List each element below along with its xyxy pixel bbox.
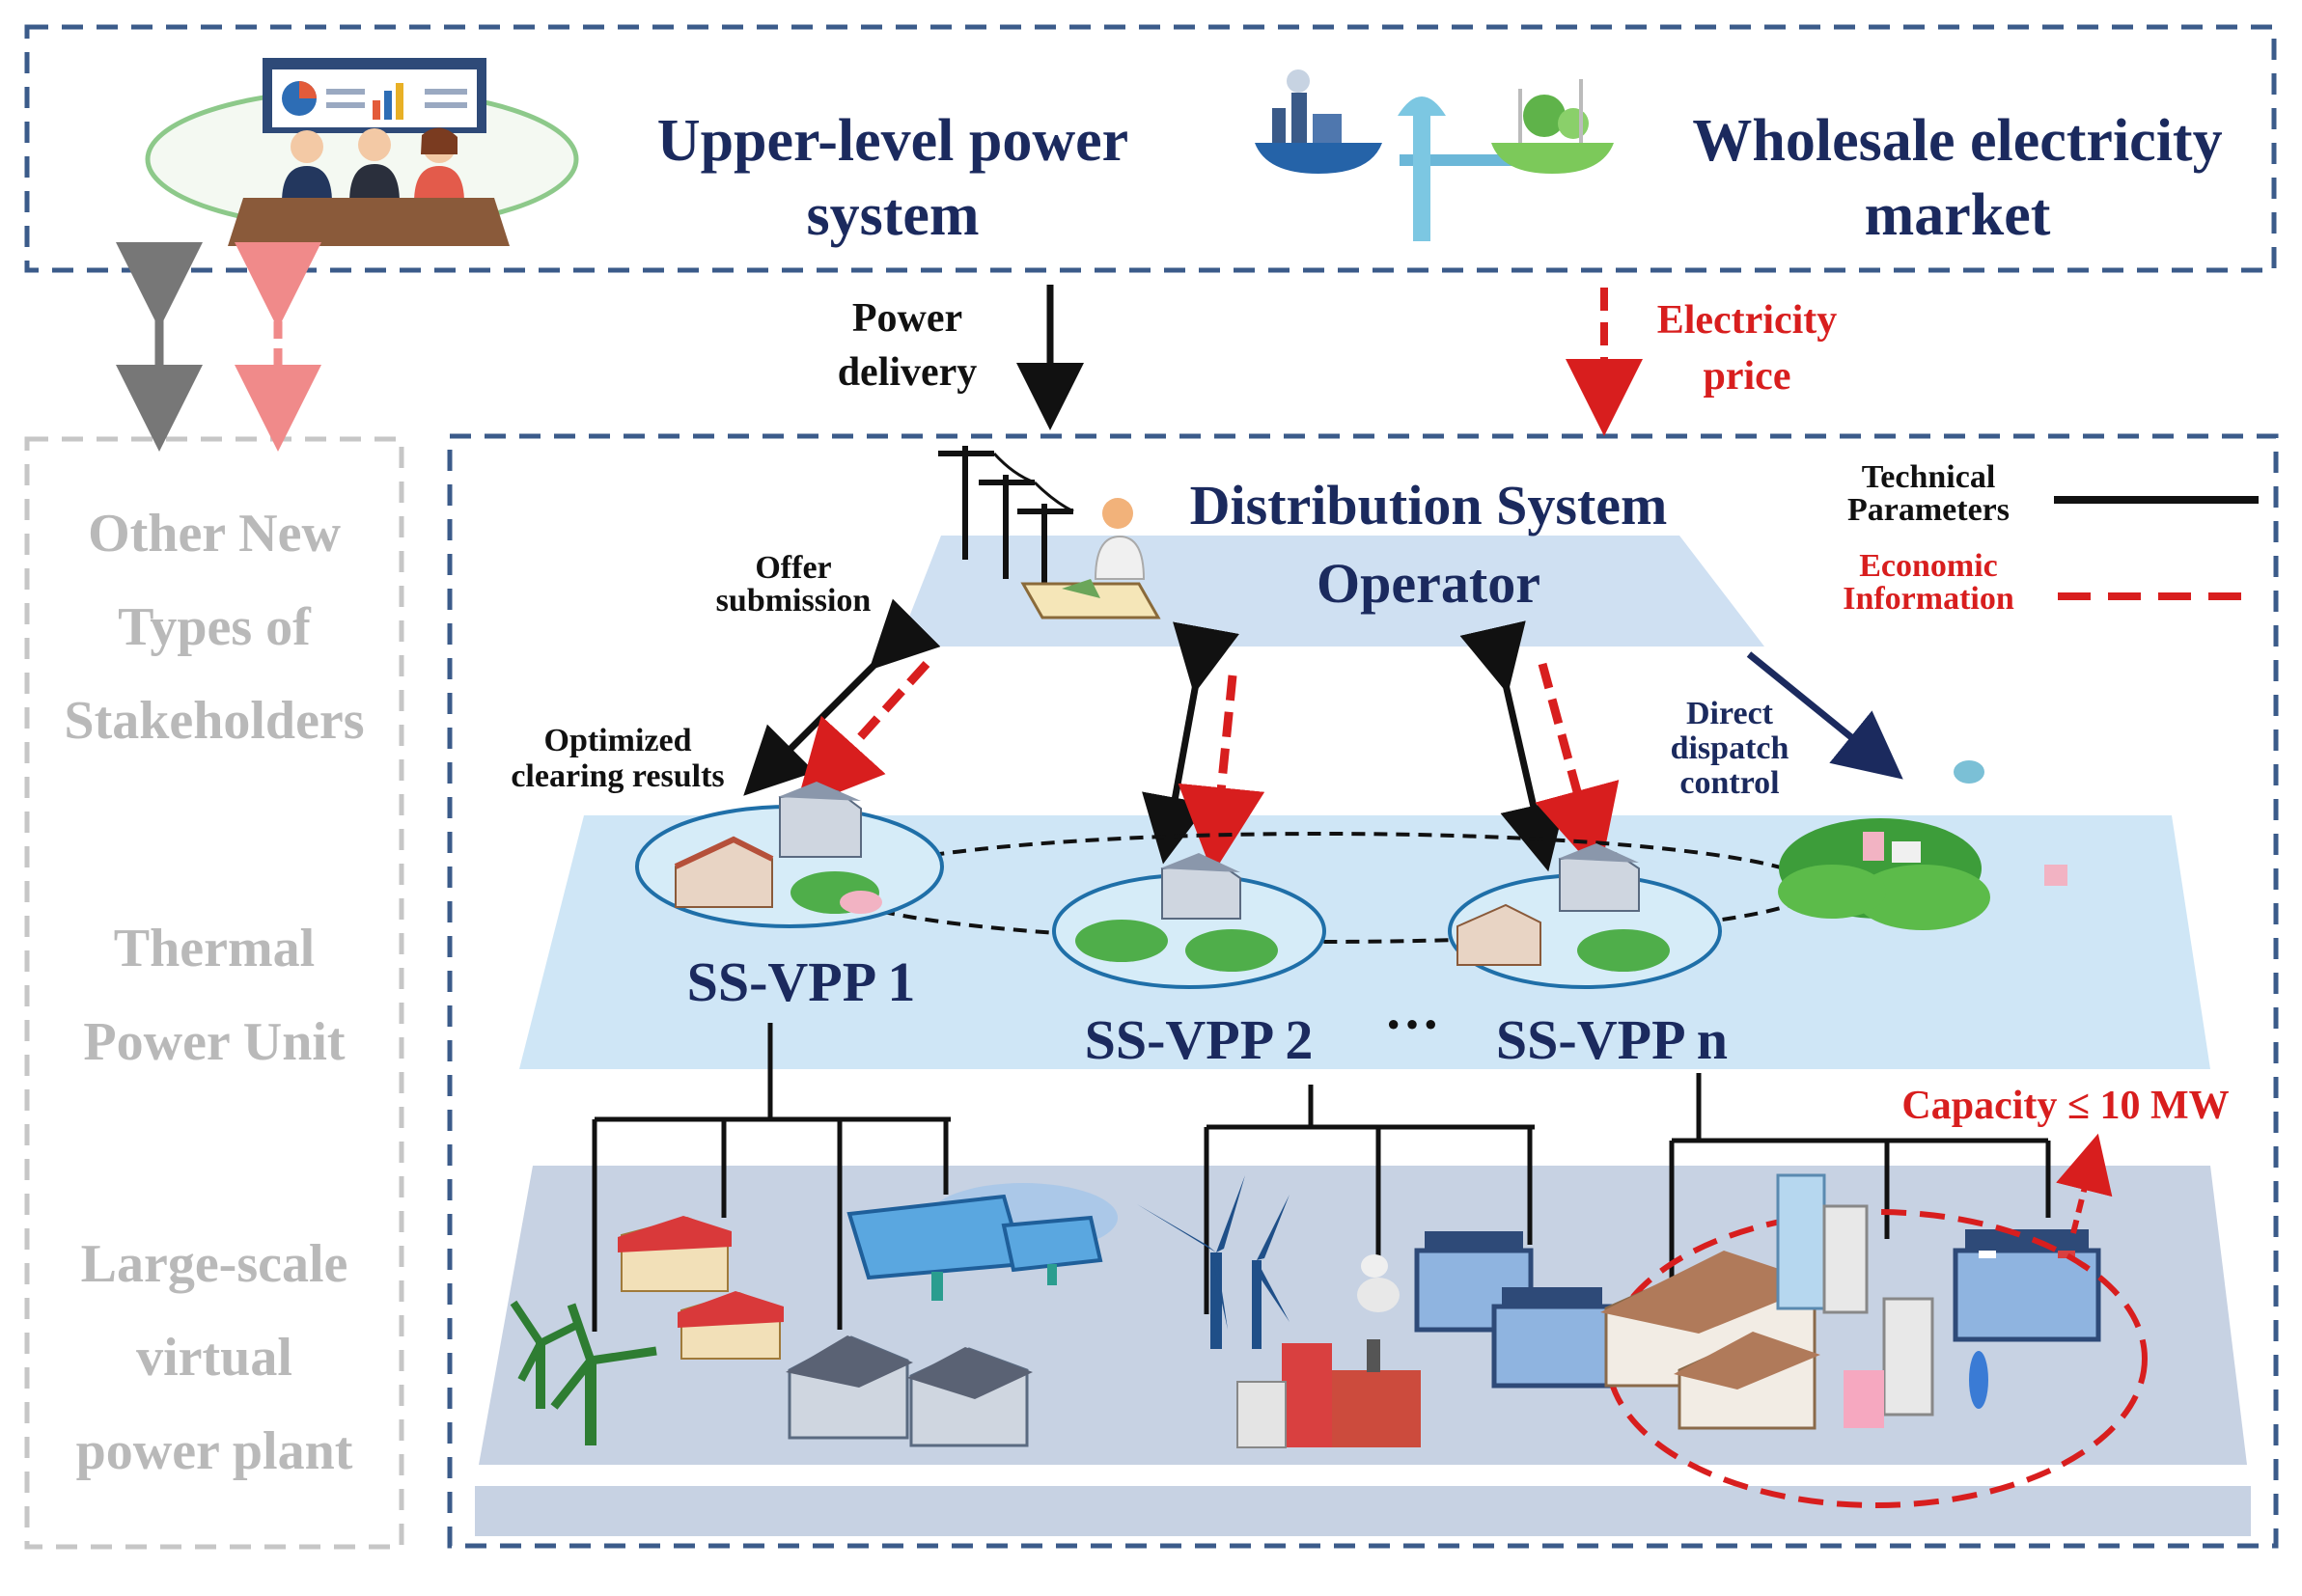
legend-technical-line1: Technical	[1861, 459, 1996, 495]
left-item3-line2: virtual	[136, 1327, 292, 1388]
legend-economic-line1: Economic	[1859, 548, 1998, 584]
upper-level-line1: Upper-level power	[656, 108, 1129, 174]
arrow-tech-vpp2	[1142, 621, 1239, 865]
operator-person-icon	[1020, 498, 1161, 619]
direct-dispatch-label: Direct dispatch control	[1633, 696, 1826, 802]
apartment-buildings-icon	[1600, 1173, 1988, 1430]
direct-line3: control	[1679, 765, 1780, 802]
power-delivery-line1: Power	[851, 296, 963, 341]
optimized-clearing-label: Optimized clearing results	[473, 723, 763, 794]
capacity-arrow	[2056, 1133, 2113, 1234]
direct-controlled-island	[1778, 760, 2067, 930]
optimized-line2: clearing results	[511, 757, 725, 794]
arrow-econ-vpp1	[794, 660, 930, 810]
left-item1-line2: Types of	[118, 596, 311, 657]
upper-level-line2: system	[806, 182, 980, 249]
left-panel-frame	[24, 436, 404, 1550]
vpp2-label: SS-VPP 2	[1084, 1008, 1314, 1071]
legend-economic-label: Economic Information	[1815, 550, 2042, 616]
capacity-label: Capacity ≤ 10 MW	[1901, 1084, 2230, 1128]
vpp2-island	[1052, 853, 1326, 989]
power-delivery-label: Power delivery	[801, 297, 1013, 394]
arrow-econ-vppn	[1535, 662, 1620, 875]
dso-line2: Operator	[1317, 551, 1540, 615]
direct-line1: Direct	[1686, 696, 1773, 731]
left-label-thermal-unit: Thermal Power Unit	[35, 902, 394, 1089]
offer-line1: Offer	[755, 550, 832, 586]
left-label-large-vpp: Large-scale virtual power plant	[35, 1218, 394, 1499]
red-roof-house-icon	[618, 1216, 784, 1360]
electricity-price-label: Electricity price	[1631, 299, 1863, 398]
electricity-price-line1: Electricity	[1656, 298, 1838, 343]
legend-technical-label: Technical Parameters	[1822, 461, 2035, 527]
upper-level-label: Upper-level power system	[637, 108, 1149, 249]
direct-line2: dispatch	[1670, 730, 1789, 767]
factory-icon	[1236, 1254, 1421, 1448]
vppn-label: SS-VPP n	[1495, 1008, 1729, 1071]
market-scale-icon	[1255, 69, 1614, 241]
connection-tree	[592, 1023, 2051, 1332]
solar-panel-icon	[846, 1183, 1118, 1301]
left-item3-line1: Large-scale	[80, 1234, 348, 1294]
left-item2-line1: Thermal	[113, 919, 316, 978]
optimized-line1: Optimized	[543, 723, 692, 758]
offer-submission-label: Offer submission	[687, 552, 900, 618]
left-label-other-stakeholders: Other New Types of Stakeholders	[35, 487, 394, 768]
large-wind-turbines-icon	[1137, 1175, 1290, 1349]
wholesale-line2: market	[1864, 182, 2051, 249]
offer-line2: submission	[715, 583, 872, 619]
dso-title: Distribution System Operator	[1149, 474, 1708, 615]
vpp1-island	[635, 782, 944, 928]
bottom-bar	[475, 1486, 2251, 1536]
arrow-tech-vpp1	[743, 598, 941, 796]
left-item3-line3: power plant	[75, 1420, 353, 1481]
power-delivery-line2: delivery	[837, 350, 978, 396]
wholesale-market-label: Wholesale electricity market	[1668, 108, 2247, 249]
legend-technical-line2: Parameters	[1846, 492, 2010, 528]
meeting-icon	[145, 58, 579, 246]
small-wind-turbines-icon	[510, 1300, 657, 1445]
warehouse-icon	[786, 1335, 1033, 1447]
vppn-island	[1448, 843, 1722, 989]
power-line-icon	[938, 446, 1074, 598]
left-item2-line2: Power Unit	[83, 1011, 346, 1072]
left-item1-line3: Stakeholders	[64, 690, 365, 751]
top-frame	[24, 24, 2277, 273]
dso-line1: Distribution System	[1189, 474, 1668, 537]
arrow-direct-dispatch	[1746, 651, 1903, 780]
main-frame	[447, 433, 2279, 1549]
arrow-econ-vpp2	[1178, 674, 1265, 874]
electricity-price-line2: price	[1703, 354, 1791, 399]
legend-economic-line2: Information	[1843, 581, 2014, 617]
wholesale-line1: Wholesale electricity	[1692, 108, 2223, 174]
battery-storage-icon	[1414, 1229, 2101, 1389]
vpp-ellipsis: ···	[1383, 993, 1441, 1056]
vpp1-label: SS-VPP 1	[686, 950, 916, 1013]
left-item1-line1: Other New	[88, 504, 341, 564]
